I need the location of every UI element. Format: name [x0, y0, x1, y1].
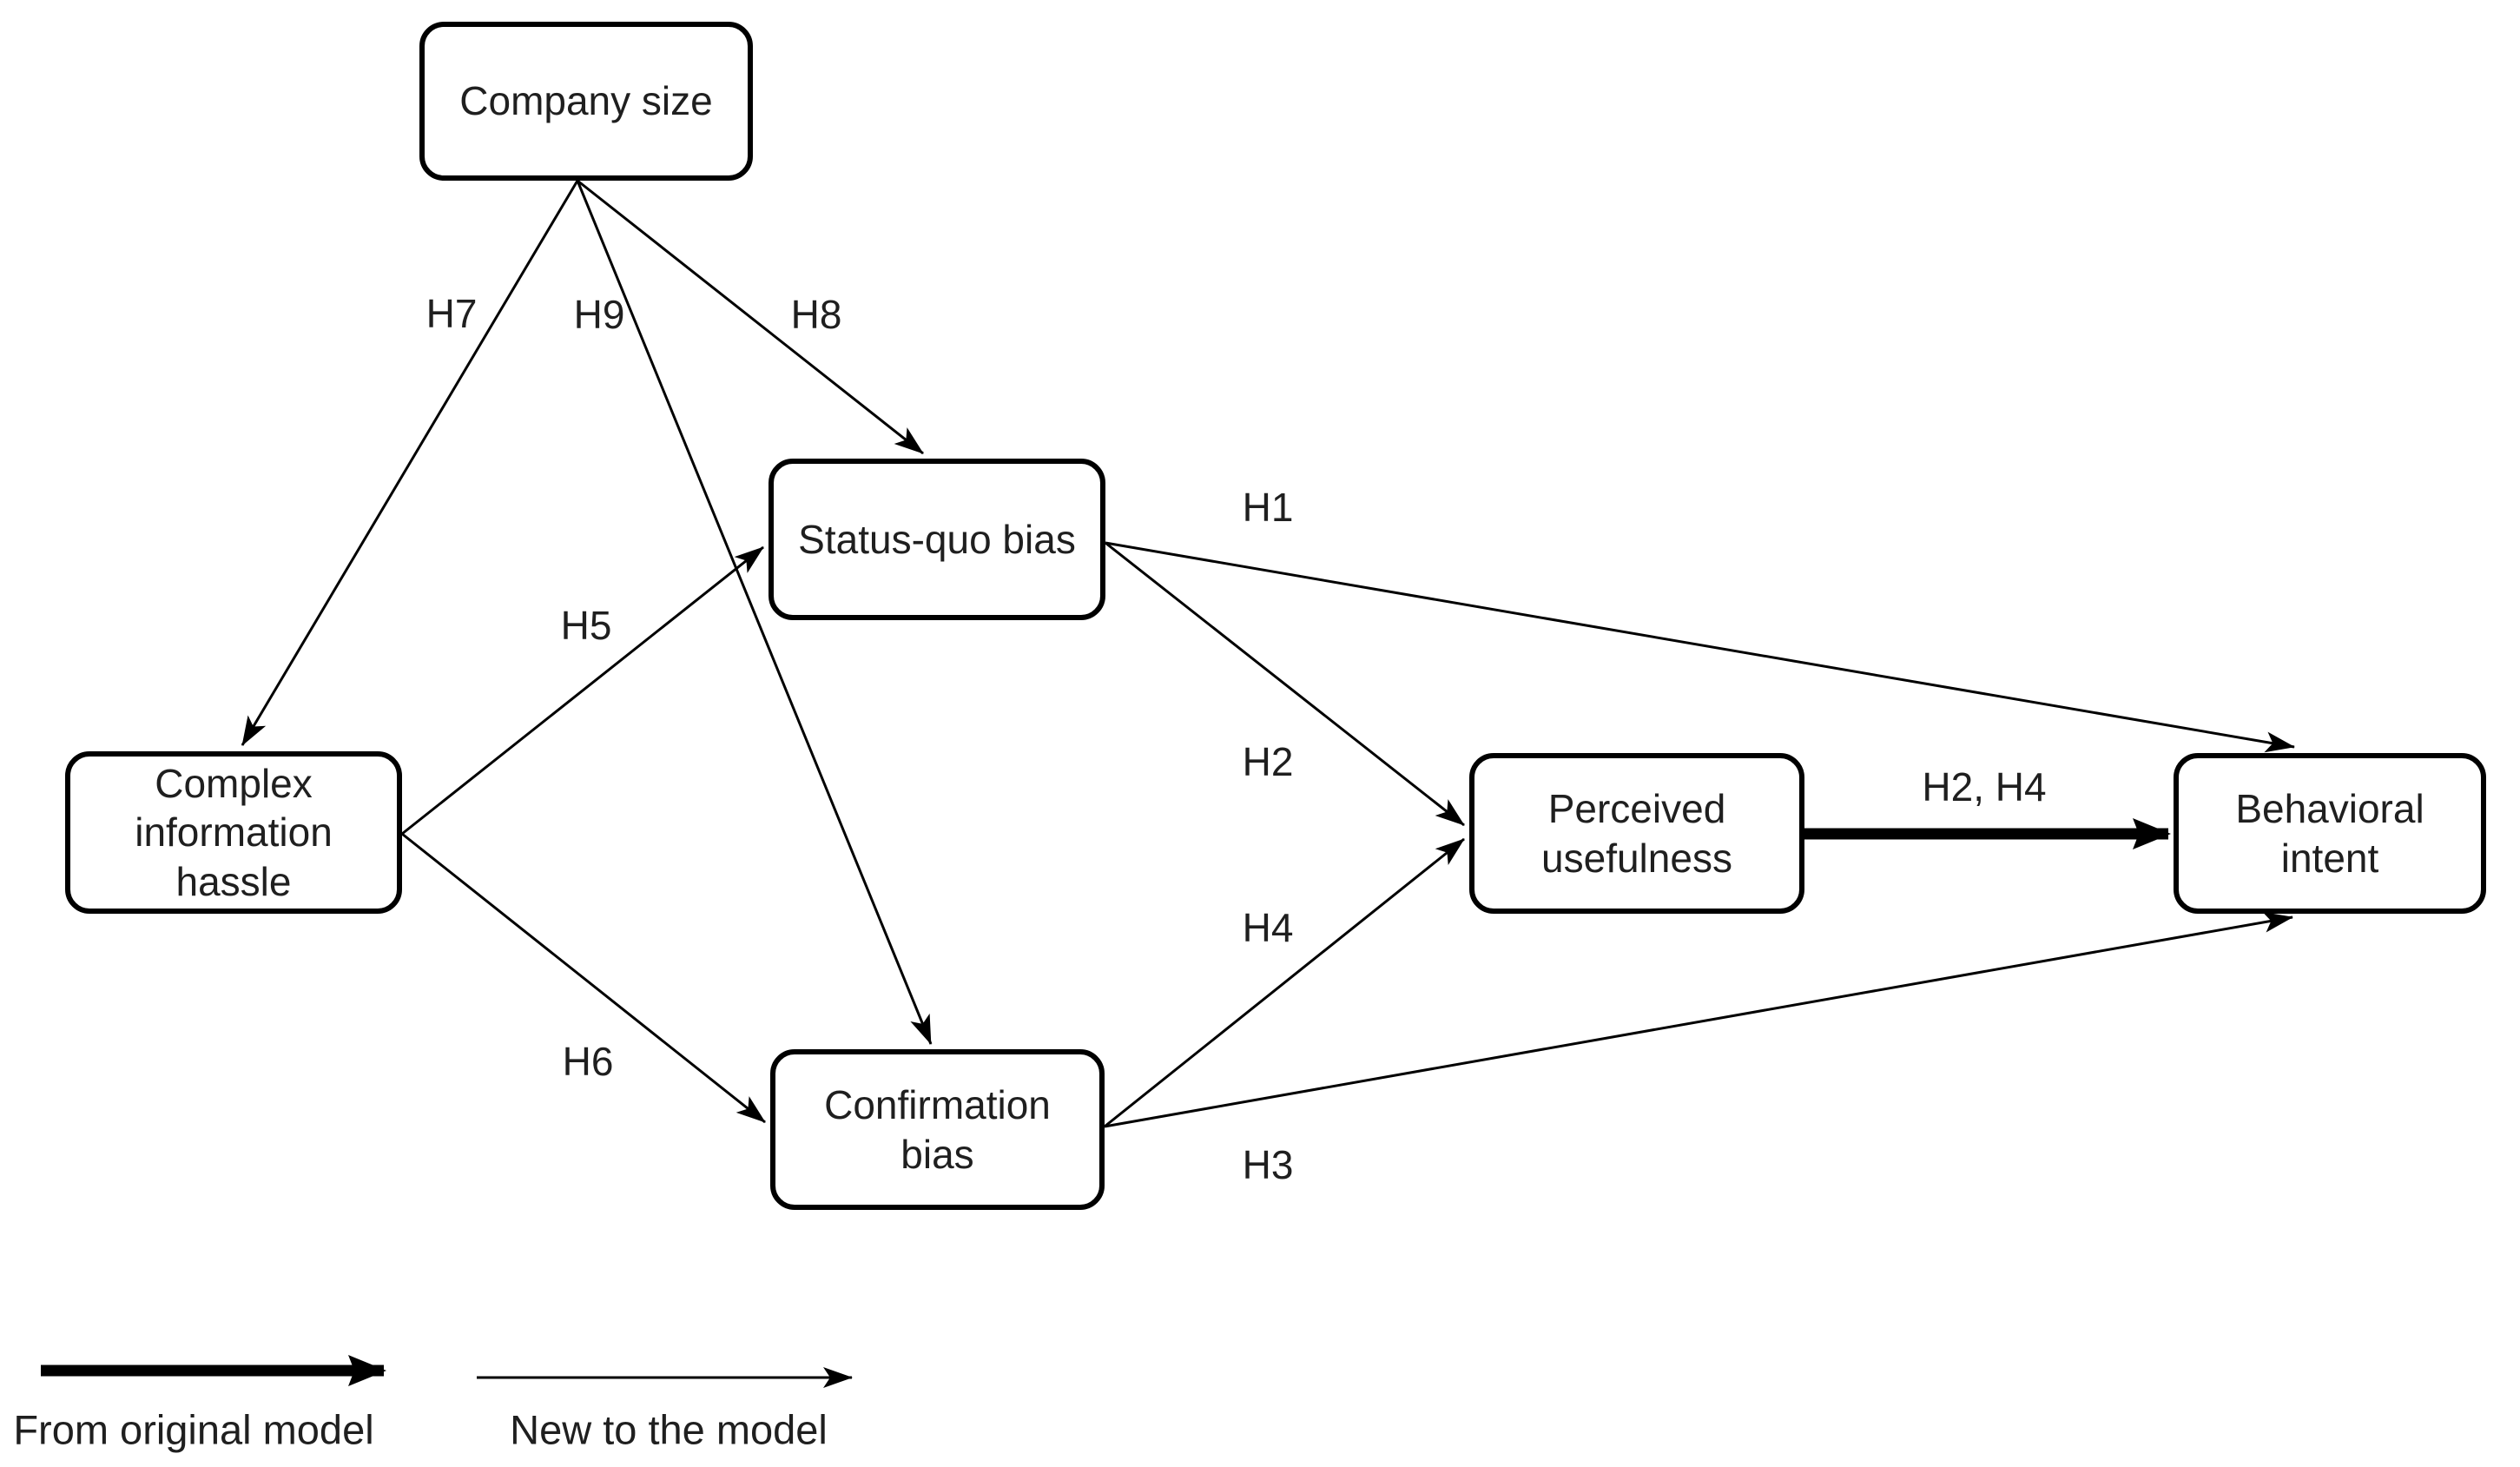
node-confirmation-bias: Confirmation bias: [770, 1049, 1105, 1210]
path-label-h9: H9: [573, 292, 625, 337]
legend-new-label: New to the model: [510, 1406, 828, 1453]
path-label-h7: H7: [425, 291, 478, 336]
edge-h3-arrow: [1104, 911, 2293, 1128]
path-label-h6: H6: [562, 1039, 614, 1084]
edge-h7-arrow: [241, 180, 579, 746]
node-perceived-usefulness: Perceived usefulness: [1469, 753, 1804, 914]
path-label-h3: H3: [1242, 1142, 1294, 1187]
path-label-h5: H5: [560, 603, 612, 648]
node-status-quo-bias: Status-quo bias: [769, 459, 1105, 620]
edge-h4-arrow: [1104, 837, 1465, 1128]
node-complex-information-hassle: Complex information hassle: [65, 751, 402, 914]
node-company-size: Company size: [419, 22, 753, 181]
node-behavioral-intent-label: Behavioral intent: [2235, 786, 2424, 881]
edge-h8-arrow: [577, 179, 924, 455]
path-label-h8: H8: [790, 292, 842, 337]
node-confirmation-bias-label: Confirmation bias: [824, 1082, 1051, 1177]
edge-h6-arrow: [401, 832, 766, 1124]
node-complex-information-hassle-label: Complex information hassle: [135, 761, 333, 904]
path-label-h2: H2: [1242, 739, 1294, 784]
path-label-h1: H1: [1242, 485, 1294, 530]
edge-h1-arrow: [1105, 541, 2295, 753]
edge-h9-arrow: [576, 180, 933, 1045]
node-status-quo-bias-label: Status-quo bias: [798, 516, 1076, 562]
edge-h5-arrow: [401, 545, 764, 836]
node-perceived-usefulness-label: Perceived usefulness: [1541, 786, 1732, 881]
path-label-h4: H4: [1242, 905, 1294, 950]
node-company-size-label: Company size: [459, 78, 713, 124]
edge-h2-arrow: [1105, 541, 1465, 827]
path-label-h2h4: H2, H4: [1922, 764, 2047, 809]
legend-original-label: From original model: [13, 1406, 374, 1453]
node-behavioral-intent: Behavioral intent: [2174, 753, 2486, 914]
